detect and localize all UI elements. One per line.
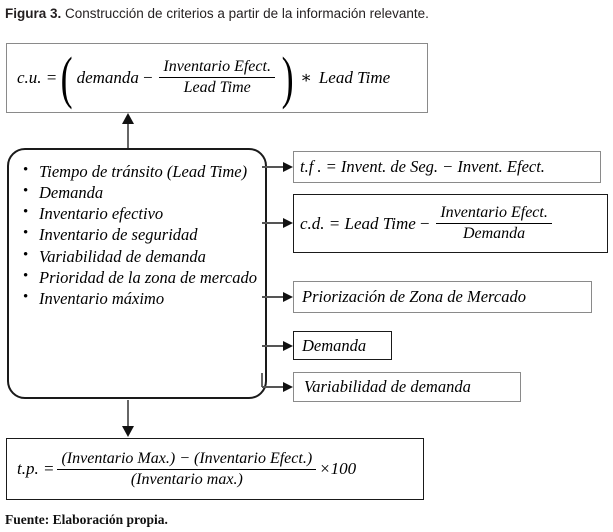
list-item: Variabilidad de demanda bbox=[23, 245, 257, 267]
bottom-formula-lhs: t.p. = bbox=[17, 459, 55, 478]
cd-formula-expression: c.d. = Lead Time − Inventario Efect. Dem… bbox=[300, 204, 555, 243]
arrow-to-priorizacion-box bbox=[262, 292, 293, 302]
top-formula-expression: c.u. = ( demanda − Inventario Efect. Lea… bbox=[17, 45, 391, 111]
arrow-to-tf-box bbox=[262, 162, 293, 172]
list-item: Inventario efectivo bbox=[23, 203, 257, 224]
top-formula-fraction: Inventario Efect. Lead Time bbox=[159, 58, 275, 97]
cd-formula-lhs: c.d. = Lead Time bbox=[300, 213, 416, 233]
top-formula-minus: − bbox=[141, 67, 154, 87]
arrow-list-to-top-formula bbox=[122, 113, 134, 148]
criteria-list: Tiempo de tránsito (Lead Time) Demanda I… bbox=[9, 150, 265, 309]
cd-output-box: c.d. = Lead Time − Inventario Efect. Dem… bbox=[293, 194, 608, 253]
cd-formula-minus: − bbox=[418, 213, 431, 233]
bottom-formula-numerator: (Inventario Max.) − (Inventario Efect.) bbox=[57, 450, 317, 470]
top-formula-asterisk: ∗ bbox=[300, 67, 312, 87]
arrow-list-to-bottom-formula bbox=[122, 400, 134, 437]
list-item: Demanda bbox=[23, 182, 257, 203]
top-formula-box: c.u. = ( demanda − Inventario Efect. Lea… bbox=[6, 43, 428, 113]
cd-formula-numerator: Inventario Efect. bbox=[436, 204, 552, 224]
top-formula-denominator: Lead Time bbox=[183, 79, 251, 97]
tf-formula-text: t.f . = Invent. de Seg. − Invent. Efect. bbox=[300, 157, 545, 176]
top-formula-lhs: c.u. = bbox=[17, 67, 58, 87]
list-item: Inventario de seguridad bbox=[23, 224, 257, 245]
demanda-output-box: Demanda bbox=[293, 331, 392, 360]
variabilidad-text: Variabilidad de demanda bbox=[304, 377, 471, 396]
bottom-formula-fraction: (Inventario Max.) − (Inventario Efect.) … bbox=[57, 450, 317, 489]
list-item: Inventario máximo bbox=[23, 288, 257, 309]
list-item: Prioridad de la zona de mercado bbox=[23, 267, 257, 288]
figure-caption-label: Figura 3. bbox=[5, 6, 62, 21]
priorizacion-text: Priorización de Zona de Mercado bbox=[302, 287, 526, 306]
variabilidad-output-box: Variabilidad de demanda bbox=[293, 372, 521, 402]
list-item: Tiempo de tránsito (Lead Time) bbox=[23, 161, 257, 182]
bottom-formula-denominator: (Inventario max.) bbox=[130, 470, 243, 488]
criteria-list-box: Tiempo de tránsito (Lead Time) Demanda I… bbox=[7, 148, 267, 399]
close-paren: ) bbox=[281, 45, 294, 111]
bottom-formula-box: t.p. = (Inventario Max.) − (Inventario E… bbox=[6, 438, 424, 500]
arrow-to-cd-box bbox=[262, 218, 293, 228]
open-paren: ( bbox=[60, 45, 73, 111]
source-note: Fuente: Elaboración propia. bbox=[5, 512, 168, 527]
top-formula-factor: Lead Time bbox=[318, 67, 391, 87]
figure-caption-text: Construcción de criterios a partir de la… bbox=[61, 6, 429, 21]
arrow-to-demanda-box bbox=[262, 341, 293, 351]
arrow-to-variabilidad-box bbox=[262, 382, 293, 392]
figure-caption: Figura 3. Construcción de criterios a pa… bbox=[5, 6, 605, 21]
connector-list-to-variabilidad bbox=[261, 373, 263, 387]
cd-formula-denominator: Demanda bbox=[462, 225, 526, 242]
cd-formula-fraction: Inventario Efect. Demanda bbox=[436, 204, 552, 243]
priorizacion-output-box: Priorización de Zona de Mercado bbox=[293, 281, 592, 313]
bottom-formula-expression: t.p. = (Inventario Max.) − (Inventario E… bbox=[17, 450, 356, 489]
top-formula-term1: demanda bbox=[76, 67, 139, 87]
tf-output-box: t.f . = Invent. de Seg. − Invent. Efect. bbox=[293, 151, 601, 183]
bottom-formula-multiplier: ×100 bbox=[319, 459, 357, 478]
top-formula-numerator: Inventario Efect. bbox=[159, 58, 275, 79]
demanda-text: Demanda bbox=[302, 335, 367, 355]
